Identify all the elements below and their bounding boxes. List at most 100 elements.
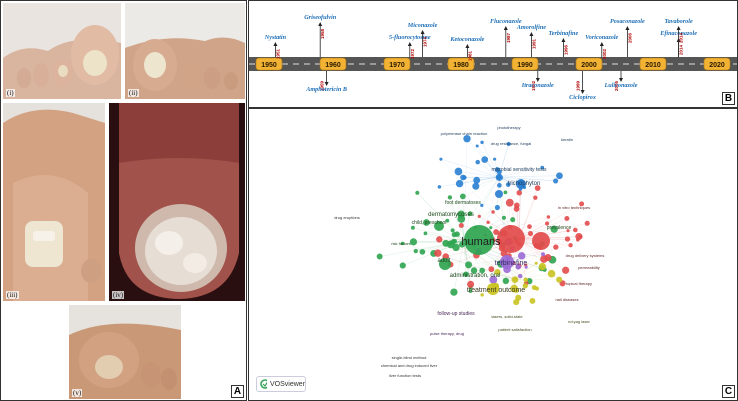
network-node xyxy=(494,204,500,211)
network-node xyxy=(491,210,495,214)
network-link xyxy=(422,240,465,253)
vosviewer-icon xyxy=(260,379,267,389)
network-link xyxy=(513,278,560,280)
drug-arrow-icon-3 xyxy=(420,30,425,34)
network-term-label-4: adult xyxy=(437,258,450,264)
network-node xyxy=(518,252,526,260)
network-term-label-10: polymerase chain reaction xyxy=(441,131,488,136)
network-link xyxy=(459,183,508,260)
network-node xyxy=(501,215,507,220)
network-node xyxy=(437,185,442,189)
drug-year-9: 2006 xyxy=(627,32,632,43)
network-node xyxy=(546,215,551,219)
network-node xyxy=(562,266,570,274)
decade-label-1970: 1970 xyxy=(389,62,405,69)
network-node xyxy=(486,220,490,225)
decade-label-1990: 1990 xyxy=(517,62,533,69)
drug-arrow-icon-9 xyxy=(625,26,630,30)
drug-arrow-icon-2 xyxy=(407,42,412,46)
decade-badge-1990 xyxy=(511,57,539,71)
network-link xyxy=(477,145,500,178)
drug-year-5: 1987 xyxy=(506,32,511,43)
network-node xyxy=(475,144,479,148)
network-node xyxy=(459,193,466,200)
network-link xyxy=(426,222,465,242)
network-node xyxy=(419,248,426,255)
network-node xyxy=(400,241,405,246)
drug-below-year-3: 2005 xyxy=(614,81,619,92)
network-node xyxy=(516,190,523,196)
network-node xyxy=(480,293,484,297)
network-node xyxy=(472,182,480,190)
network-link xyxy=(476,176,500,181)
network-node xyxy=(533,195,538,200)
decade-badge-1950 xyxy=(255,57,283,71)
network-term-label-24: single-blind method xyxy=(392,355,427,360)
photo-v: (v) xyxy=(69,305,181,399)
decade-badge-1970 xyxy=(383,57,411,71)
network-link xyxy=(463,138,468,242)
vosviewer-logo: VOSviewer xyxy=(256,376,306,392)
network-node xyxy=(534,286,540,291)
network-link xyxy=(513,263,537,280)
network-link xyxy=(498,176,556,182)
drug-below-arrow-icon-0 xyxy=(324,82,329,86)
network-link xyxy=(458,171,500,178)
network-node xyxy=(510,284,519,293)
network-link xyxy=(412,227,465,242)
drug-name-11: Tavaborole xyxy=(664,18,693,25)
drug-name-0: Nystatin xyxy=(264,34,287,41)
network-node xyxy=(515,264,521,270)
photo-label-iii: (iii) xyxy=(6,291,19,299)
network-link xyxy=(513,278,533,302)
drug-below-year-0: 1959 xyxy=(320,81,325,92)
network-node xyxy=(496,169,502,175)
drug-name-7: Terbinafine xyxy=(549,30,579,37)
network-node xyxy=(534,261,538,265)
network-node xyxy=(480,140,484,145)
decade-label-2020: 2020 xyxy=(709,62,725,69)
network-node xyxy=(376,253,383,260)
network-term-label-14: lasers, solid-state xyxy=(491,314,523,319)
network-term-label-9: microbial sensitivity tests xyxy=(491,167,547,173)
network-term-label-19: in vitro techniques xyxy=(558,205,590,210)
drug-name-6: Amorolfine xyxy=(516,24,546,31)
photo-iii: (iii) xyxy=(3,103,105,301)
decade-label-1980: 1980 xyxy=(453,62,469,69)
network-term-label-15: patient satisfaction xyxy=(498,327,531,332)
network-node xyxy=(527,224,532,229)
network-node xyxy=(422,219,430,226)
network-node xyxy=(489,275,498,284)
photo-ii: (ii) xyxy=(125,3,245,99)
network-node xyxy=(458,222,464,228)
network-term-label-11: drug resistance, fungal xyxy=(491,141,532,146)
network-node xyxy=(410,225,415,230)
network-term-label-7: foot dermatoses xyxy=(445,200,481,206)
decade-label-2010: 2010 xyxy=(645,62,661,69)
network-node xyxy=(455,179,464,188)
network-term-label-5: dermatomycoses xyxy=(428,212,474,218)
network-node xyxy=(447,195,453,200)
photo-label-ii: (ii) xyxy=(128,89,139,97)
drug-name-3: Miconazole xyxy=(407,22,438,29)
drug-name-2: 5-fluorocytosine xyxy=(389,34,431,41)
network-node xyxy=(505,198,514,207)
network-node xyxy=(584,220,590,226)
drug-year-6: 1991 xyxy=(531,38,536,49)
toenail-photo-i xyxy=(3,3,121,99)
network-term-label-28: keratin xyxy=(561,137,573,142)
drug-below-arrow-icon-3 xyxy=(619,78,623,82)
decade-label-1950: 1950 xyxy=(261,62,277,69)
network-link xyxy=(518,236,581,240)
network-node xyxy=(553,178,559,184)
network-node xyxy=(523,277,528,283)
network-node xyxy=(489,226,493,230)
toenail-photo-ii xyxy=(125,3,245,99)
decade-badge-2000 xyxy=(575,57,603,71)
network-node xyxy=(522,283,528,289)
network-link xyxy=(484,159,500,178)
network-node xyxy=(399,262,406,269)
network-link xyxy=(475,176,500,187)
